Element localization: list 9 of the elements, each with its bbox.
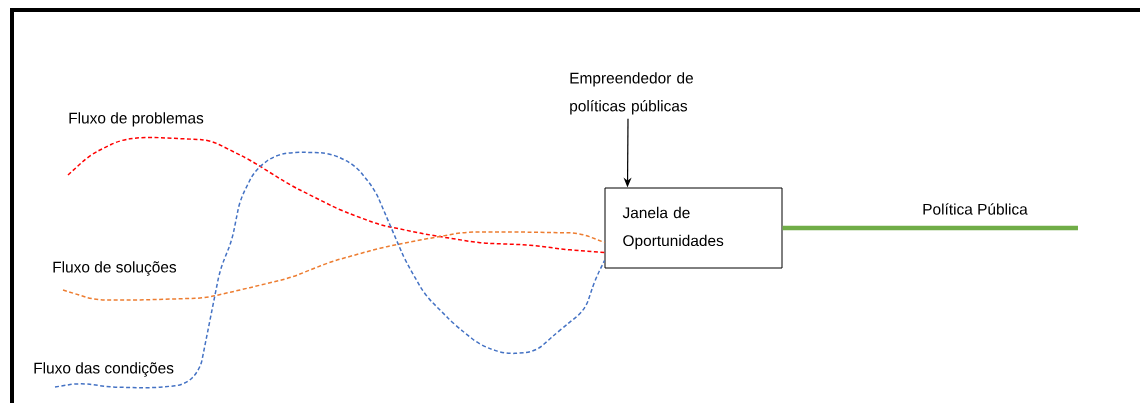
flow-line (67, 136, 606, 254)
flow-line (782, 225, 1078, 231)
text-label: Política Pública (923, 203, 1028, 215)
window-box: Janela de Oportunidades (604, 187, 783, 269)
text-label: Empreendedor de políticas públicas (570, 72, 693, 115)
flow-line (54, 151, 606, 389)
text-label: Fluxo das condições (34, 362, 174, 377)
text-label: Fluxo de problemas (69, 112, 204, 127)
text-label: Fluxo de soluções (53, 261, 177, 276)
